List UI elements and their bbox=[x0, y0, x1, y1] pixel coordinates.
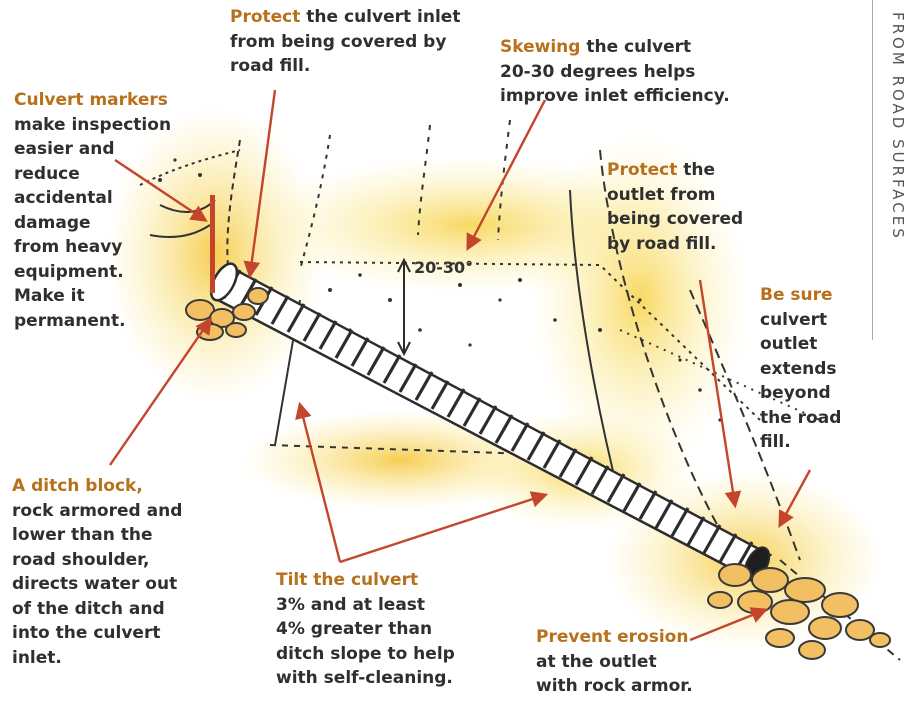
callout-highlight: Prevent erosion bbox=[536, 625, 693, 650]
callout-text: road fill. bbox=[230, 54, 460, 79]
callout-text: make inspection bbox=[14, 113, 171, 138]
callout-text: culvert bbox=[760, 308, 841, 333]
callout-text: improve inlet efficiency. bbox=[500, 84, 730, 109]
callout-ditch-block: A ditch block, rock armored and lower th… bbox=[12, 474, 182, 670]
callout-erosion: Prevent erosion at the outlet with rock … bbox=[536, 625, 693, 699]
callout-be-sure: Be sure culvert outlet extends beyond th… bbox=[760, 283, 841, 455]
callout-text: the bbox=[677, 160, 715, 180]
callout-text: into the culvert bbox=[12, 621, 182, 646]
callout-text: Make it bbox=[14, 284, 171, 309]
side-tab: FROM ROAD SURFACES bbox=[872, 0, 920, 340]
callout-text: the culvert bbox=[580, 37, 691, 57]
callout-highlight: Culvert markers bbox=[14, 88, 171, 113]
callout-text: by road fill. bbox=[607, 232, 743, 257]
callout-text: outlet bbox=[760, 332, 841, 357]
callout-highlight: A ditch block, bbox=[12, 474, 182, 499]
callout-text: rock armored and bbox=[12, 499, 182, 524]
callout-skewing: Skewing the culvert 20-30 degrees helps … bbox=[500, 35, 730, 109]
callout-text: the road bbox=[760, 406, 841, 431]
callout-text: permanent. bbox=[14, 309, 171, 334]
callout-protect-inlet: Protect the culvert inlet from being cov… bbox=[230, 5, 460, 79]
callout-text: accidental bbox=[14, 186, 171, 211]
callout-text: ditch slope to help bbox=[276, 642, 455, 667]
callout-highlight: Protect bbox=[607, 160, 677, 180]
callout-text: of the ditch and bbox=[12, 597, 182, 622]
callout-text: from heavy bbox=[14, 235, 171, 260]
callout-text: from being covered by bbox=[230, 30, 460, 55]
callout-highlight: Protect bbox=[230, 7, 300, 27]
callout-text: extends bbox=[760, 357, 841, 382]
callout-text: fill. bbox=[760, 430, 841, 455]
callout-text: easier and bbox=[14, 137, 171, 162]
callout-highlight: Skewing bbox=[500, 37, 580, 57]
callout-text: 20-30 degrees helps bbox=[500, 60, 730, 85]
callout-text: reduce bbox=[14, 162, 171, 187]
callout-text: 3% and at least bbox=[276, 593, 455, 618]
callout-highlight: Tilt the culvert bbox=[276, 568, 455, 593]
callout-text: directs water out bbox=[12, 572, 182, 597]
callout-protect-outlet: Protect the outlet from being covered by… bbox=[607, 158, 743, 256]
callout-text: road shoulder, bbox=[12, 548, 182, 573]
angle-label: 20-30° bbox=[414, 258, 473, 277]
callout-text: with rock armor. bbox=[536, 674, 693, 699]
callout-text: at the outlet bbox=[536, 650, 693, 675]
culvert-marker-post bbox=[210, 195, 215, 293]
callout-culvert-markers: Culvert markers make inspection easier a… bbox=[14, 88, 171, 333]
callout-text: beyond bbox=[760, 381, 841, 406]
callout-text: being covered bbox=[607, 207, 743, 232]
callout-text: with self-cleaning. bbox=[276, 666, 455, 691]
callout-text: outlet from bbox=[607, 183, 743, 208]
callout-tilt: Tilt the culvert 3% and at least 4% grea… bbox=[276, 568, 455, 691]
callout-text: 4% greater than bbox=[276, 617, 455, 642]
callout-highlight: Be sure bbox=[760, 283, 841, 308]
callout-text: inlet. bbox=[12, 646, 182, 671]
callout-text: lower than the bbox=[12, 523, 182, 548]
side-tab-label: FROM ROAD SURFACES bbox=[889, 12, 907, 241]
callout-text: damage bbox=[14, 211, 171, 236]
callout-text: equipment. bbox=[14, 260, 171, 285]
callout-text: the culvert inlet bbox=[300, 7, 460, 27]
